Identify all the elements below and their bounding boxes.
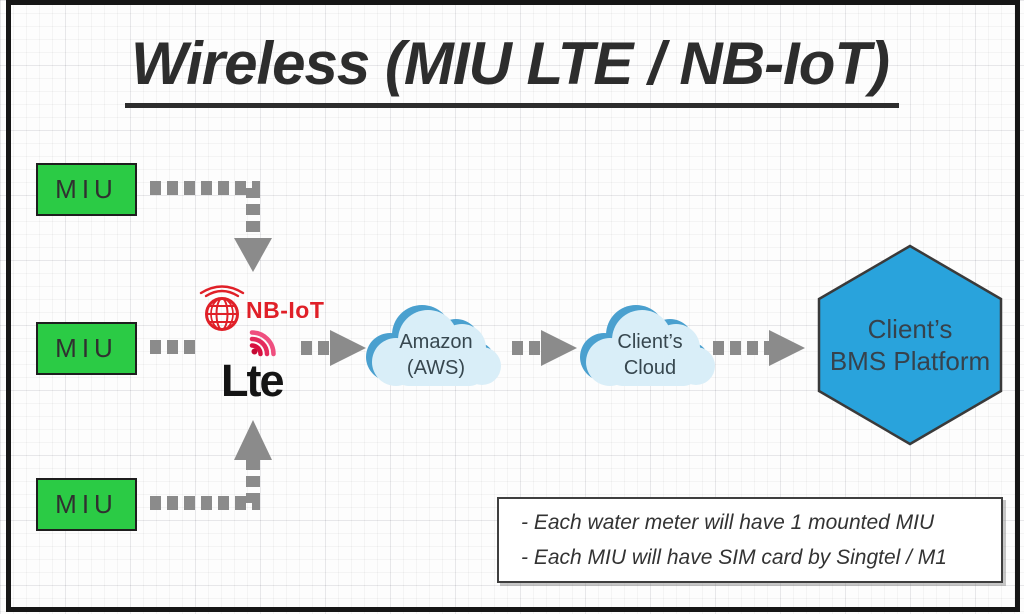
aws-cloud-label: Amazon (AWS) — [366, 298, 506, 398]
bms-platform-label: Client’s BMS Platform — [817, 244, 1003, 446]
note-line-2: - Each MIU will have SIM card by Singtel… — [521, 546, 947, 569]
title-container: Wireless (MIU LTE / NB-IoT) — [0, 34, 1024, 108]
dashed-arrow-radios-to-aws — [301, 330, 366, 366]
dashed-arrow-client-cloud-to-bms — [713, 330, 805, 366]
notes-box: - Each water meter will have 1 mounted M… — [497, 497, 1003, 583]
bms-platform-line1: Client’s — [867, 314, 953, 344]
dashed-arrow-miu1-to-radios — [150, 181, 272, 272]
miu-box-3-label: MIU — [55, 489, 118, 519]
miu-box-2: MIU — [36, 322, 137, 375]
bms-platform-node: Client’s BMS Platform — [817, 244, 1003, 446]
client-cloud-line2: Cloud — [623, 357, 677, 379]
lte-signal-icon — [249, 330, 276, 357]
nbiot-logo-label: NB-IoT — [246, 297, 325, 323]
client-cloud-label: Client’s Cloud — [580, 298, 720, 398]
aws-cloud-node: Amazon (AWS) — [366, 298, 506, 398]
aws-cloud-line2: (AWS) — [406, 357, 466, 379]
note-line-1: - Each water meter will have 1 mounted M… — [521, 511, 935, 534]
cloud-icon — [366, 305, 501, 386]
lte-logo-label: Lte — [221, 355, 284, 406]
cloud-icon — [580, 305, 715, 386]
aws-cloud-line1: Amazon — [399, 331, 473, 353]
client-cloud-node: Client’s Cloud — [580, 298, 720, 398]
hexagon-shape — [817, 244, 1003, 446]
miu-box-2-label: MIU — [55, 333, 118, 363]
client-cloud-line1: Client’s — [617, 331, 683, 353]
miu-box-1: MIU — [36, 163, 137, 216]
miu-box-3: MIU — [36, 478, 137, 531]
dashed-arrow-miu3-to-radios — [150, 420, 272, 510]
bms-platform-line2: BMS Platform — [829, 346, 991, 376]
page-title: Wireless (MIU LTE / NB-IoT) — [124, 34, 900, 108]
miu-box-1-label: MIU — [55, 174, 118, 204]
nbiot-globe-icon — [199, 285, 245, 331]
dashed-arrow-aws-to-client-cloud — [512, 330, 577, 366]
